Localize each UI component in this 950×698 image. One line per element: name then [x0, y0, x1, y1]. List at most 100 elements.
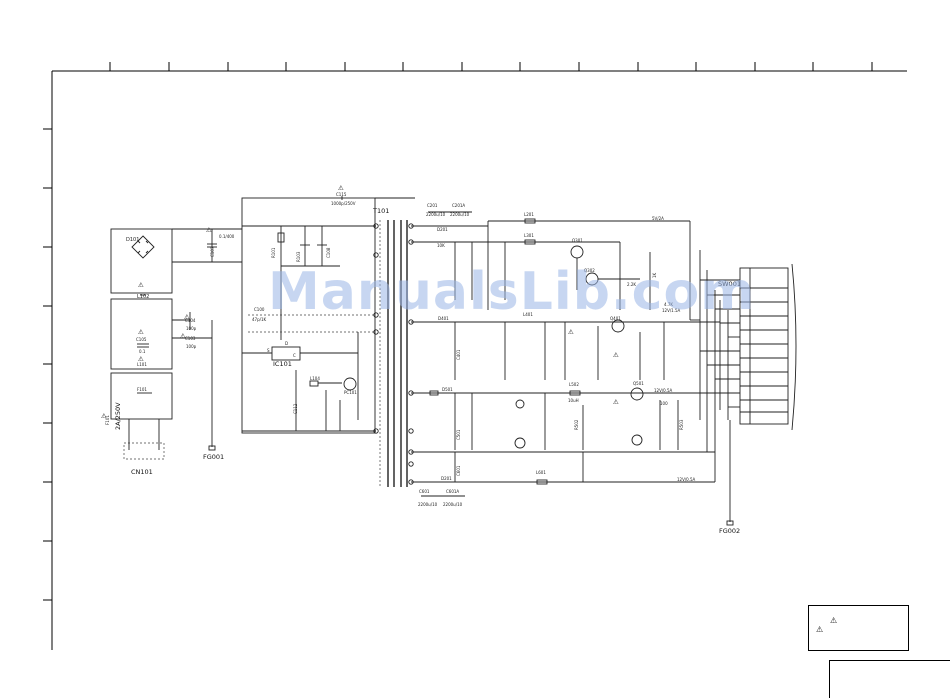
label-c601: C601: [419, 489, 430, 494]
transistor-q503: [514, 437, 526, 449]
note-warning-icon-bottom: ⚠: [816, 625, 824, 634]
label-cn101: CN101: [131, 468, 153, 476]
connector-cn101: [123, 442, 165, 460]
note-box: ⚠ ⚠: [808, 605, 909, 651]
fuse-box: [110, 372, 173, 420]
label-d301: 10K: [437, 243, 445, 248]
value-c100: 47p/1K: [252, 317, 267, 322]
label-c201: C201: [427, 203, 438, 208]
fuse-rating: 2A/250V: [114, 402, 122, 430]
label-r503: R503: [679, 419, 684, 430]
transistor-q504: [631, 434, 643, 446]
frame-ticks-left: [43, 128, 52, 601]
transistor-q401: [611, 319, 625, 333]
label-d601: D201: [441, 476, 452, 481]
value-c601a: 2200u/10: [443, 502, 463, 507]
ic101-body: [271, 346, 301, 361]
label-d201: D201: [437, 227, 448, 232]
warn-q303: ⚠: [613, 351, 619, 359]
frame-ticks-top: [109, 62, 873, 71]
value-c107: 0.1/400: [219, 234, 235, 239]
label-c601a: C601A: [446, 489, 459, 494]
label-c103: C103: [185, 336, 196, 341]
value-c201a: 2200u/10: [450, 212, 470, 217]
warn-c104: ⚠: [184, 313, 190, 321]
label-fg002: FG002: [719, 527, 740, 535]
label-q302: Q302: [584, 268, 595, 273]
transistor-q502: [515, 399, 525, 409]
label-l102: L102: [137, 294, 149, 300]
warn-q401: ⚠: [568, 328, 574, 336]
label-c100: C100: [254, 307, 265, 312]
label-c108: C108: [326, 247, 331, 258]
transistor-q301: [570, 245, 584, 259]
warn-l101: ⚠: [138, 355, 144, 363]
ic101-pin-s: S: [267, 348, 270, 353]
warn-c103: ⚠: [180, 332, 186, 340]
label-out-3: 12V/0.5A: [654, 388, 673, 393]
value-c601: 2200u/10: [418, 502, 438, 507]
value-100: 100: [660, 401, 668, 406]
value-c103: 100p: [186, 344, 197, 349]
warn-c107: ⚠: [206, 226, 212, 234]
value-c115: 1000p/250V: [331, 201, 356, 206]
label-c115: C115: [336, 192, 347, 197]
value-2k2: 2.2K: [627, 282, 636, 287]
warn-q501: ⚠: [613, 398, 619, 406]
value-c104: 100p: [186, 326, 197, 331]
output-connector: [739, 263, 797, 431]
label-pc101: PC101: [344, 390, 357, 395]
label-l502: L502: [569, 382, 579, 387]
transistor-q302: [585, 272, 599, 286]
note-warning-icon-top: ⚠: [830, 616, 838, 625]
bridge-rectifier: [131, 235, 155, 259]
label-t101: T101: [372, 207, 389, 215]
label-l104: L104: [310, 376, 320, 381]
label-c107: C107: [210, 246, 215, 257]
label-bridge: D101: [126, 237, 139, 243]
title-block: [829, 660, 950, 698]
ic101-pin-c: C: [293, 353, 296, 358]
label-l401: L401: [523, 312, 533, 317]
filter-box: [110, 298, 173, 370]
label-l601: L601: [536, 470, 546, 475]
label-out-4: 12V/0.5A: [677, 477, 696, 482]
label-d501: D501: [442, 387, 453, 392]
label-q501: Q501: [633, 381, 644, 386]
label-q401: Q401: [610, 316, 621, 321]
value-4k7: 4.7K: [664, 302, 673, 307]
label-c401: C401: [456, 349, 461, 360]
transformer-core: [379, 220, 408, 487]
label-l201: L201: [524, 212, 534, 217]
label-c112: C112: [293, 403, 298, 414]
bridge-box: [110, 228, 173, 294]
label-r103: R103: [296, 251, 301, 262]
value-1k5: 1K: [652, 272, 657, 278]
label-d401: D401: [438, 316, 449, 321]
label-c502: R502: [574, 419, 579, 430]
ic101-pin-d: D: [285, 341, 288, 346]
label-c104: C104: [185, 318, 196, 323]
label-out-1: 5V/2A: [652, 216, 664, 221]
label-sw001: SW001: [718, 280, 741, 288]
warn-bridge: ⚠: [138, 281, 144, 289]
label-r101: R101: [271, 247, 276, 258]
label-fg001: FG001: [203, 453, 224, 461]
warn-c105: ⚠: [138, 328, 144, 336]
label-ic101: IC101: [273, 360, 292, 368]
label-c105: C105: [136, 337, 147, 342]
optocoupler-pc101: [343, 377, 357, 391]
label-l101: L101: [137, 362, 147, 367]
transistor-q501: [630, 387, 644, 401]
label-c201a: C201A: [452, 203, 465, 208]
label-c601-ref: C601: [456, 465, 461, 476]
label-l301: L301: [524, 233, 534, 238]
warn-c115: ⚠: [338, 184, 344, 192]
primary-box: [241, 197, 376, 434]
value-c105: 0.1: [139, 349, 146, 354]
label-c501: C501: [456, 429, 461, 440]
label-fuse: F101: [105, 415, 110, 425]
value-c201: 2200u/10: [426, 212, 446, 217]
